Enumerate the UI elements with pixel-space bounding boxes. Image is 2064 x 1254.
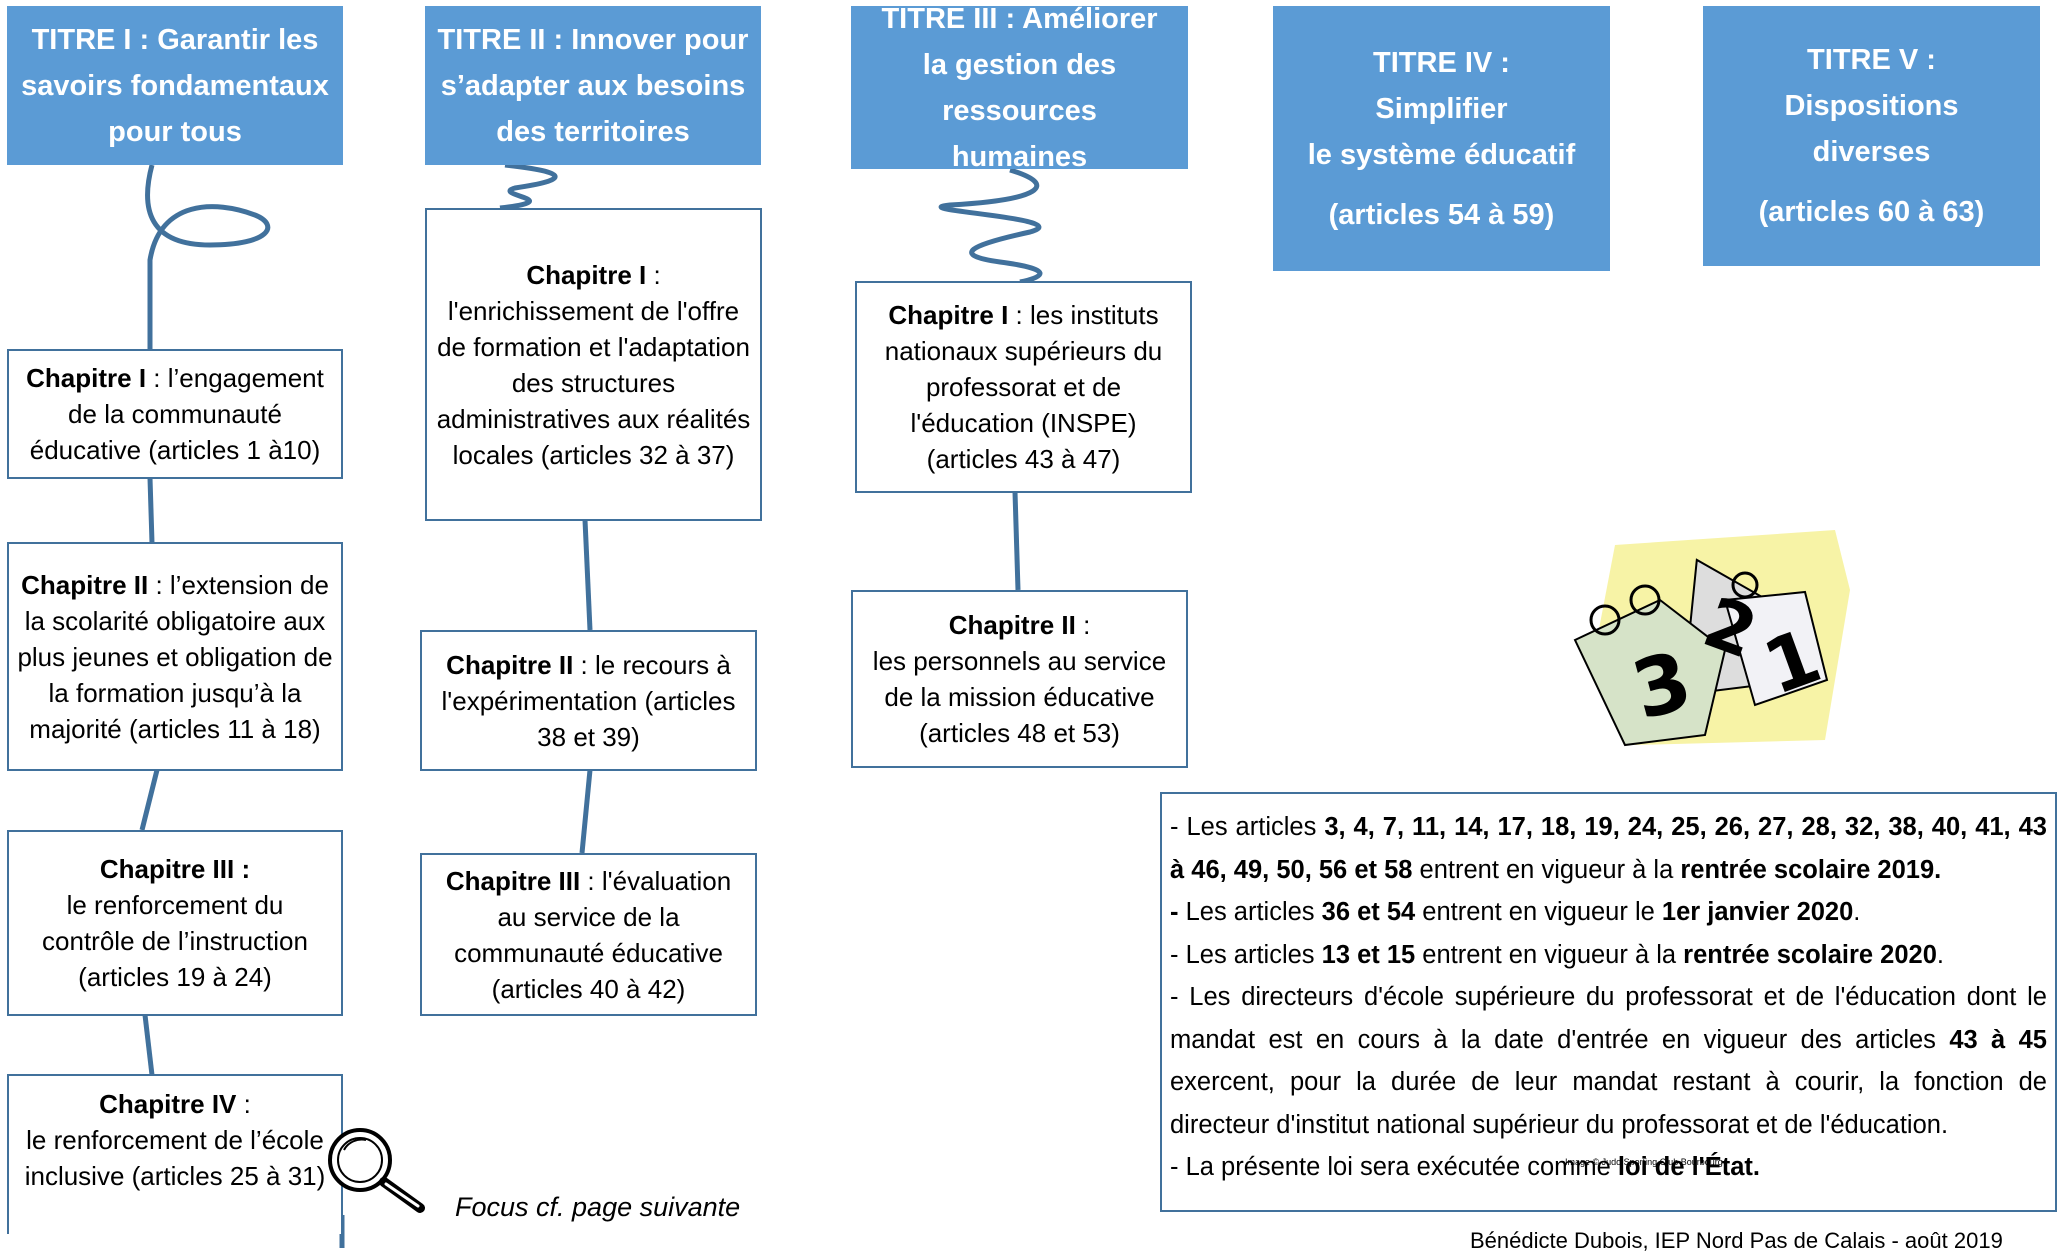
image-credit: Image © Judo Sporting Club Bourbourg	[1565, 1157, 1723, 1167]
note-2-articles: 36 et 54	[1321, 898, 1416, 926]
magnifier-icon	[328, 1128, 425, 1213]
t2-c2-text: : le recours à l'expérimentation (articl…	[441, 649, 736, 752]
t1-c2-head: Chapitre II	[21, 569, 149, 600]
note-2-d: entrent en vigueur le	[1415, 898, 1662, 926]
t1-c4-colon: :	[236, 1089, 251, 1119]
titre-3-label: TITRE III : Améliorer la gestion des res…	[881, 2, 1158, 173]
t3-c1-text: : les instituts nationaux supérieurs du …	[884, 300, 1163, 474]
t2-c1-colon: :	[646, 259, 661, 290]
t2-chapitre-3: Chapitre III : l'évaluation au service d…	[420, 853, 757, 1016]
titre-4-line1: TITRE IV :	[1373, 46, 1510, 79]
t3-c2-colon: :	[1075, 610, 1091, 640]
titre-4-line2: Simplifier	[1375, 92, 1508, 125]
connector-t1-loop	[145, 164, 271, 350]
t3-chapitre-1: Chapitre I : les instituts nationaux sup…	[855, 281, 1192, 493]
entry-into-force-notes: - Les articles 3, 4, 7, 11, 14, 17, 18, …	[1160, 792, 2057, 1212]
titre-5-line1: TITRE V :	[1807, 44, 1936, 76]
note-3-c: entrent en vigueur à la	[1415, 940, 1684, 969]
t1-c1-text: : l’engagement de la communauté éducativ…	[29, 363, 324, 465]
t3-c2-head: Chapitre II	[948, 610, 1076, 640]
titre-5-line2: Dispositions	[1784, 90, 1959, 122]
titre-4-header: TITRE IV : Simplifier le système éducati…	[1273, 6, 1610, 271]
connector-t1-c2-c3	[139, 769, 160, 831]
t1-c4-head: Chapitre IV	[99, 1089, 237, 1119]
t2-chapitre-1: Chapitre I : l'enrichissement de l'offre…	[425, 208, 762, 521]
note-1-articles: 3, 4, 7, 11, 14, 17, 18, 19, 24, 25, 26,…	[1170, 813, 2047, 884]
t2-c2-head: Chapitre II	[446, 649, 574, 680]
titre-4-line3: le système éducatif	[1307, 138, 1576, 171]
connector-t3-c1-c2	[1012, 491, 1021, 591]
titre-3-header: TITRE III : Améliorer la gestion des res…	[851, 3, 1188, 173]
note-1-a: - Les articles	[1170, 813, 1325, 841]
t1-c4-text: le renforcement de l’école inclusive (ar…	[24, 1125, 326, 1191]
t3-chapitre-2: Chapitre II : les personnels au service …	[851, 590, 1188, 768]
t2-c1-head: Chapitre I	[526, 259, 647, 290]
t1-c3-text: le renforcement du contrôle de l’instruc…	[42, 890, 308, 992]
connector-t2-zigzag	[499, 162, 558, 211]
connector-t3-zigzag	[938, 167, 1043, 285]
note-1: - Les articles 3, 4, 7, 11, 14, 17, 18, …	[1170, 806, 2047, 891]
note-4-c: exercent, pour la durée de leur mandat r…	[1170, 1068, 2047, 1139]
titre-5-line3: diverses	[1812, 136, 1931, 168]
note-3-e: .	[1936, 940, 1945, 969]
note-4-articles: 43 à 45	[1949, 1025, 2047, 1054]
titre-5-header: TITRE V : Dispositions diverses (article…	[1703, 6, 2040, 266]
t1-c2-text: : l’extension de la scolarité obligatoir…	[17, 569, 333, 744]
calendar-countdown-icon: 3 2 1	[1573, 530, 1850, 747]
connector-t2-c1-c2	[582, 519, 593, 631]
t2-chapitre-2: Chapitre II : le recours à l'expérimenta…	[420, 630, 757, 771]
t3-c1-head: Chapitre I	[888, 300, 1009, 330]
note-5-b: loi de l'État.	[1617, 1153, 1760, 1181]
titre-2-header: TITRE II : Innover pour s’adapter aux be…	[425, 6, 761, 165]
t1-c3-head: Chapitre III :	[99, 854, 251, 884]
note-5-a: - La présente loi sera exécutée comme	[1170, 1153, 1618, 1181]
author-credit: Bénédicte Dubois, IEP Nord Pas de Calais…	[1470, 1228, 2003, 1253]
t1-chapitre-1: Chapitre I : l’engagement de la communau…	[7, 349, 343, 479]
note-1-c: entrent en vigueur à la	[1412, 855, 1681, 884]
focus-note: Focus cf. page suivante	[455, 1192, 741, 1222]
titre-2-label: TITRE II : Innover pour s’adapter aux be…	[437, 23, 749, 148]
t1-chapitre-3: Chapitre III : le renforcement du contrô…	[7, 830, 343, 1016]
note-3-articles: 13 et 15	[1321, 940, 1416, 969]
note-2-f: .	[1853, 898, 1861, 926]
connector-t2-c2-c3	[579, 769, 593, 854]
t3-c2-text: les personnels au service de la mission …	[872, 646, 1167, 748]
t1-chapitre-4: Chapitre IV : le renforcement de l’école…	[7, 1074, 343, 1234]
note-1-date: rentrée scolaire 2019.	[1680, 855, 1942, 884]
titre-4-articles: (articles 54 à 59)	[1328, 198, 1555, 231]
connector-t1-c3-c4	[142, 1014, 155, 1076]
note-3-date: rentrée scolaire 2020	[1683, 940, 1937, 969]
t1-chapitre-2: Chapitre II : l’extension de la scolarit…	[7, 542, 343, 771]
note-4-a: - Les directeurs d'école supérieure du p…	[1170, 983, 2047, 1054]
note-2-date: 1er janvier 2020	[1661, 898, 1854, 926]
t1-c1-head: Chapitre I	[26, 363, 147, 393]
titre-1-header: TITRE I : Garantir les savoirs fondament…	[7, 6, 343, 165]
note-5: - La présente loi sera exécutée comme lo…	[1170, 1146, 2047, 1189]
connector-t1-c1-c2	[147, 477, 155, 544]
note-4: - Les directeurs d'école supérieure du p…	[1170, 976, 2047, 1146]
titre-1-label: TITRE I : Garantir les savoirs fondament…	[21, 23, 329, 148]
note-2-dash: -	[1170, 898, 1179, 926]
t2-c3-head: Chapitre III	[445, 865, 581, 896]
t2-c1-text: l'enrichissement de l'offre de formation…	[436, 295, 751, 470]
t2-c3-text: : l'évaluation au service de la communau…	[454, 865, 732, 1004]
titre-5-articles: (articles 60 à 63)	[1758, 196, 1985, 228]
note-2-b: Les articles	[1178, 898, 1322, 926]
note-3: - Les articles 13 et 15 entrent en vigue…	[1170, 934, 2047, 977]
note-3-a: - Les articles	[1170, 940, 1322, 969]
note-2: - Les articles 36 et 54 entrent en vigue…	[1170, 891, 2047, 934]
